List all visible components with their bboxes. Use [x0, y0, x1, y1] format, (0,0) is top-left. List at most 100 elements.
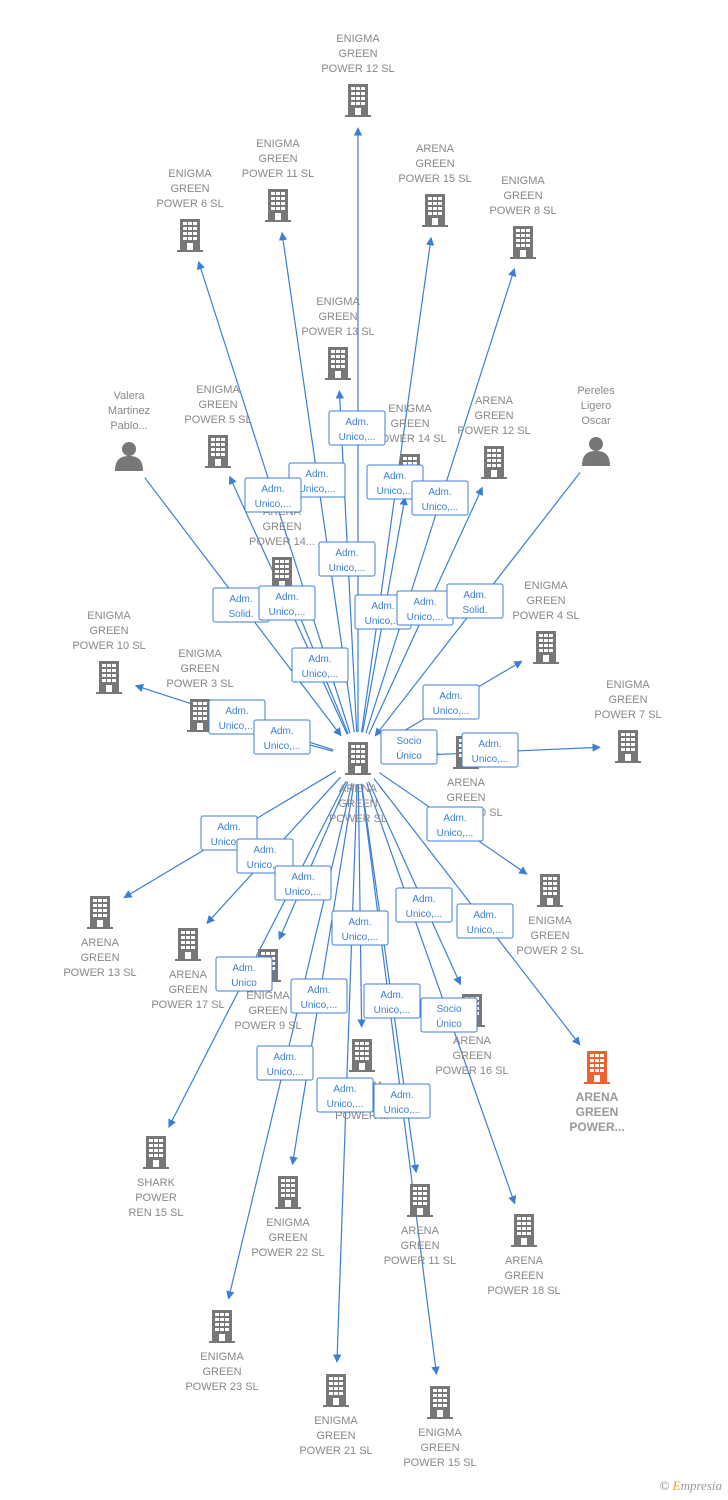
- edge-label-text: Adm.: [413, 597, 436, 608]
- edge-label-center-eg11[interactable]: Adm. Unico,...: [288, 462, 346, 498]
- edge-label-center-eg13[interactable]: Adm.Unico,...: [318, 541, 376, 577]
- edge-label-center-ag14[interactable]: Adm.Unico,...: [291, 647, 349, 683]
- node-label: ENIGMA: [266, 1217, 310, 1229]
- brand-initial: E: [672, 1478, 681, 1493]
- edge-label-center-eg2[interactable]: Adm.Unico,...: [426, 806, 484, 842]
- node-label: ARENA: [81, 937, 120, 949]
- edge-label-center-eg4[interactable]: Adm.Unico,...: [422, 684, 480, 720]
- edge-label-center-eg21[interactable]: Adm.Unico,...: [316, 1077, 374, 1113]
- building-icon: [584, 1051, 610, 1084]
- edge-label-text: Adm.: [305, 469, 328, 480]
- building-icon: [143, 1136, 169, 1169]
- node-label: POWER 13 SL: [63, 967, 136, 979]
- edge-label-center-eg8[interactable]: Adm.Unico,...: [411, 480, 469, 516]
- edge-label-center-eg3[interactable]: Adm.Unico,...: [253, 719, 311, 755]
- edge-label-valera-center[interactable]: Adm.Solid.: [212, 587, 270, 623]
- edge-label-pereles-center[interactable]: Adm.Solid.: [446, 583, 504, 619]
- edge-label-center-ag16[interactable]: Adm.Unico,...: [395, 887, 453, 923]
- node-label: POWER 10 SL: [72, 640, 145, 652]
- node-label: ENIGMA: [314, 1415, 358, 1427]
- node-label: POWER 21 SL: [299, 1445, 372, 1457]
- node-label: POWER: [135, 1192, 177, 1204]
- edge-label-text: Unico,...: [299, 484, 336, 495]
- edge-label-text: Unico,...: [211, 837, 248, 848]
- edge-label-center-eg10[interactable]: Adm.Unico,...: [208, 699, 266, 735]
- edge-label-center-ag15top[interactable]: Adm.Unico,...: [366, 464, 424, 500]
- edge-label-text: Unico: [231, 978, 257, 989]
- building-icon: [209, 1310, 235, 1343]
- node-label: ENIGMA: [246, 990, 290, 1002]
- edge-label-center-eg9[interactable]: Adm.Unico,...: [274, 865, 332, 901]
- edge-label-center-eg6[interactable]: Adm.Unico,...: [244, 477, 302, 513]
- node-label: POWER 13 SL: [301, 326, 374, 338]
- edge-label-center-eg7[interactable]: Adm.Unico,...: [461, 732, 519, 768]
- edge-label-text: Solid.: [228, 609, 253, 620]
- node-label: POWER 7 SL: [594, 709, 661, 721]
- node-agHighlight[interactable]: ARENAGREENPOWER...: [569, 1051, 625, 1134]
- edge-label-center-eg5[interactable]: Adm.Unico,...: [258, 585, 316, 621]
- edge-label-center-ag11[interactable]: Adm.Unico,...: [363, 983, 421, 1019]
- edge-label-text: Adm.: [345, 417, 368, 428]
- node-label: POWER 14...: [249, 536, 315, 548]
- edge-label-center-eg15[interactable]: Adm.Unico,...: [373, 1083, 431, 1119]
- building-icon: [325, 347, 351, 380]
- edge-label-center-eg12[interactable]: Adm.Unico,...: [328, 410, 386, 446]
- node-label: GREEN: [198, 399, 237, 411]
- edge-label-center-eg23[interactable]: Adm.Unico,...: [256, 1045, 314, 1081]
- node-label: POWER 3 SL: [166, 678, 233, 690]
- edge-label-text: Unico,...: [264, 741, 301, 752]
- edge-label-text: Adm.: [261, 484, 284, 495]
- node-label: POWER 18 SL: [487, 1285, 560, 1297]
- edge-label-center-ag17[interactable]: Adm.Unico,...: [236, 838, 294, 874]
- node-label: GREEN: [530, 930, 569, 942]
- node-valera[interactable]: ValeraMartinezPablo...: [108, 390, 150, 471]
- node-label: ARENA: [169, 969, 208, 981]
- node-label: ENIGMA: [200, 1351, 244, 1363]
- edge-label-center-egMid[interactable]: Adm.Unico,...: [331, 910, 389, 946]
- edge-label-center-ag12[interactable]: Adm. Unico,...: [396, 590, 454, 626]
- edge-label-text: Adm.: [383, 471, 406, 482]
- node-label: ARENA: [453, 1035, 492, 1047]
- edge-label-text: Adm.: [273, 1052, 296, 1063]
- node-label: GREEN: [400, 1240, 439, 1252]
- node-label: GREEN: [89, 625, 128, 637]
- building-icon: [345, 84, 371, 117]
- edge-center-eg21: [333, 783, 358, 1363]
- edge-label-text: Unico,...: [407, 612, 444, 623]
- edge-label-center-eg22[interactable]: Adm.Unico,...: [290, 978, 348, 1014]
- edge-label-center-agHighlight[interactable]: Adm.Unico,...: [456, 903, 514, 939]
- edge-label-text: Adm.: [473, 910, 496, 921]
- edge-label-center-shark[interactable]: Adm.Unico: [215, 956, 273, 992]
- edge-label-text: Adm.: [463, 590, 486, 601]
